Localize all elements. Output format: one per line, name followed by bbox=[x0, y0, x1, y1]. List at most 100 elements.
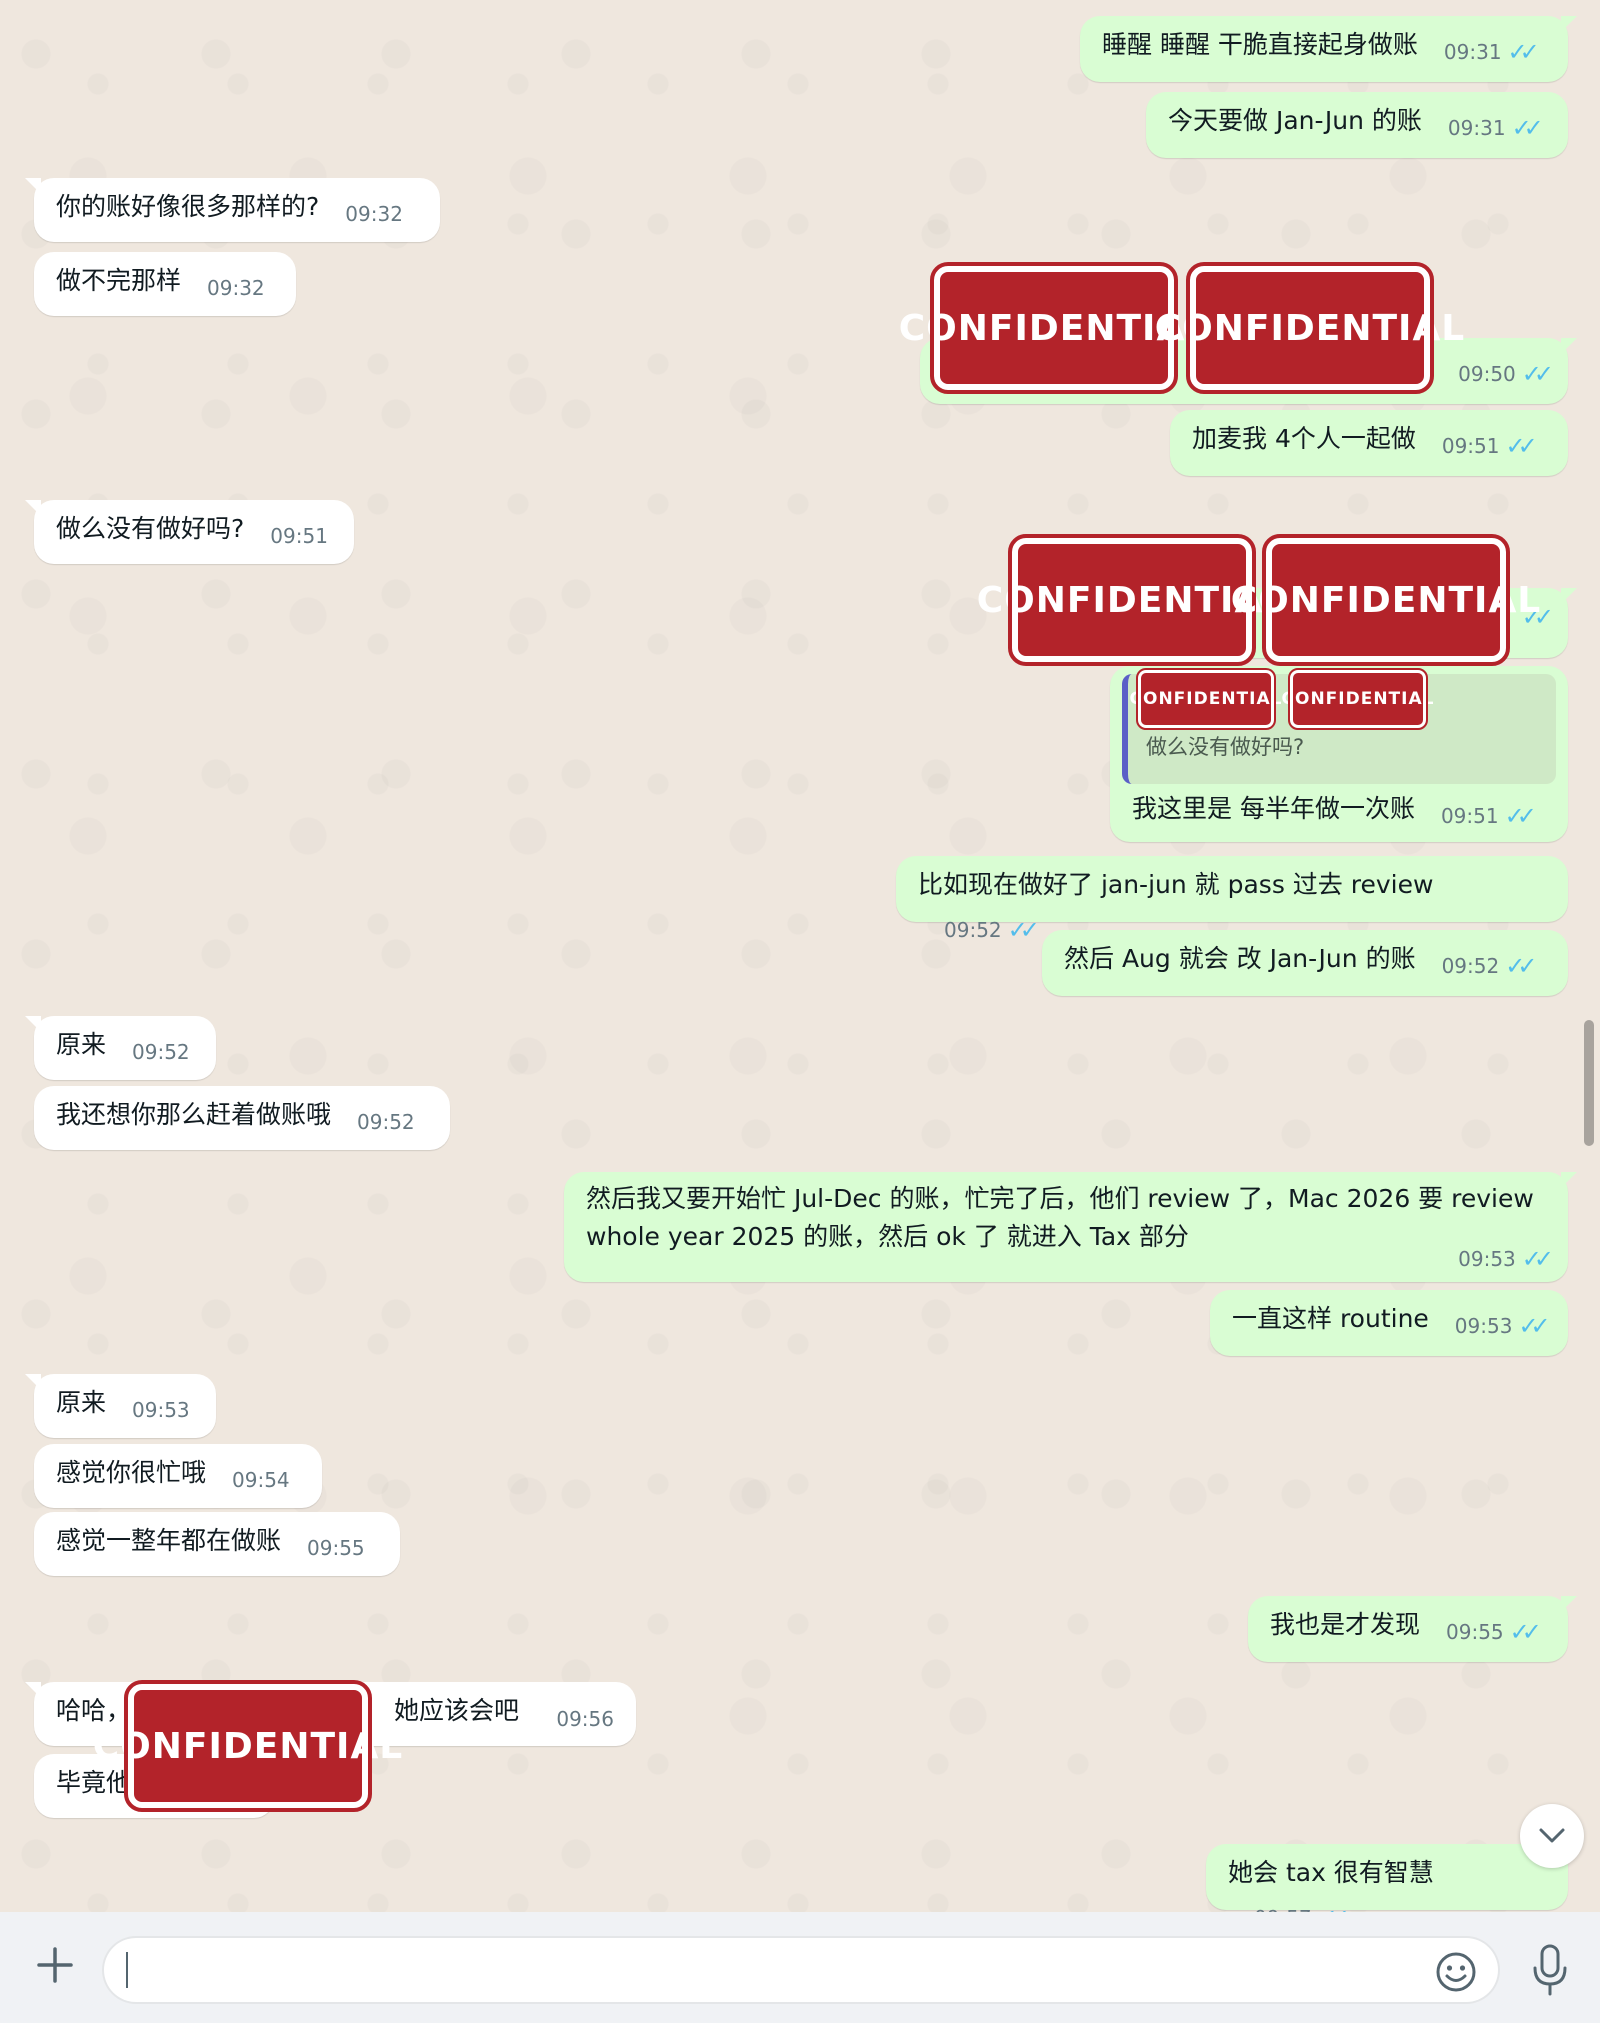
message-bubble-outgoing[interactable]: 我也是才发现 09:55✓✓ bbox=[1248, 1596, 1577, 1662]
quoted-message-text: 做么没有做好吗? bbox=[1146, 735, 1305, 759]
message-meta: 09:32 bbox=[345, 195, 403, 233]
message-meta: 09:55✓✓ bbox=[1446, 1613, 1542, 1651]
message-text: 你的账好像很多那样的? bbox=[56, 192, 320, 221]
message-text: 感觉一整年都在做账 bbox=[56, 1526, 282, 1555]
message-time: 09:55 bbox=[1446, 1620, 1504, 1644]
message-time: 09:53 bbox=[1458, 1247, 1516, 1271]
message-meta: 09:53 bbox=[132, 1391, 190, 1429]
message-meta: 09:57 ✓✓ bbox=[1254, 1899, 1350, 1912]
chevron-down-icon bbox=[1539, 1828, 1565, 1843]
message-bubble-incoming[interactable]: 感觉一整年都在做账 09:55 bbox=[34, 1512, 400, 1576]
double-check-icon: ✓✓ bbox=[1518, 1312, 1550, 1340]
message-time: 09:54 bbox=[232, 1468, 290, 1492]
message-meta: 09:51 bbox=[270, 517, 328, 555]
message-bubble-incoming[interactable]: 你的账好像很多那样的? 09:32 bbox=[25, 178, 440, 242]
microphone-icon bbox=[1533, 1944, 1567, 1996]
double-check-icon: ✓✓ bbox=[1507, 38, 1540, 66]
message-time: 09:51 bbox=[270, 524, 328, 548]
confidential-stamp: CONFIDENTIAL bbox=[93, 1680, 402, 1812]
message-text: 我这里是 每半年做一次账 bbox=[1132, 794, 1415, 823]
message-text: 她会 tax 很有智慧 bbox=[1228, 1858, 1434, 1887]
message-bubble-outgoing[interactable]: 然后我又要开始忙 Jul-Dec 的账，忙完了后，他们 review 了，Mac… bbox=[564, 1172, 1577, 1282]
message-text: 毕竟他 bbox=[56, 1768, 132, 1797]
message-meta: 09:53✓✓ bbox=[1458, 1240, 1554, 1278]
message-text-line-1: 然后我又要开始忙 Jul-Dec 的账，忙完了后，他们 review 了，Mac… bbox=[586, 1184, 1534, 1213]
double-check-icon: ✓✓ bbox=[1007, 916, 1040, 944]
scrollbar-thumb[interactable] bbox=[1584, 1020, 1594, 1146]
message-meta: 09:56 bbox=[556, 1700, 614, 1738]
message-time: 09:53 bbox=[132, 1398, 190, 1422]
message-bubble-incoming[interactable]: 原来 09:52 bbox=[25, 1016, 216, 1080]
confidential-stamp: CONFIDENTIAL bbox=[1130, 668, 1281, 730]
message-meta: 09:32 bbox=[207, 269, 265, 307]
message-time: 09:50 bbox=[1458, 362, 1516, 386]
confidential-stamp: CONFIDENTIAL bbox=[1155, 262, 1464, 394]
confidential-stamp: CONFIDENTIAL bbox=[977, 534, 1286, 666]
message-bubble-outgoing[interactable]: 今天要做 Jan-Jun 的账 09:31✓✓ bbox=[1146, 92, 1568, 158]
message-text: 原来 bbox=[56, 1388, 107, 1417]
message-text: 做不完那样 bbox=[56, 266, 182, 295]
plus-icon bbox=[37, 1947, 73, 1983]
confidential-stamp: CONFIDENTIAL bbox=[1282, 668, 1433, 730]
attach-button[interactable] bbox=[30, 1935, 80, 1995]
message-bubble-incoming[interactable]: 原来 09:53 bbox=[25, 1374, 216, 1438]
message-bubble-outgoing[interactable]: 然后 Aug 就会 改 Jan-Jun 的账 09:52✓✓ bbox=[1042, 930, 1568, 996]
message-text: 一直这样 routine bbox=[1232, 1304, 1429, 1333]
message-text: 我也是才发现 bbox=[1270, 1610, 1421, 1639]
message-text: 我还想你那么赶着做账哦 bbox=[56, 1100, 332, 1129]
message-meta: 09:52✓✓ bbox=[944, 911, 1040, 949]
message-meta: 09:53✓✓ bbox=[1454, 1307, 1551, 1345]
message-time: 09:57 bbox=[1254, 1899, 1312, 1912]
message-time: 09:32 bbox=[207, 276, 265, 300]
message-meta: 09:51✓✓ bbox=[1441, 427, 1538, 465]
message-input[interactable] bbox=[104, 1938, 1498, 2002]
voice-message-button[interactable] bbox=[1528, 1942, 1572, 1998]
message-meta: 09:55 bbox=[307, 1529, 365, 1567]
message-bubble-incoming[interactable]: 感觉你很忙哦 09:54 bbox=[34, 1444, 322, 1508]
message-bubble-incoming[interactable]: 我还想你那么赶着做账哦 09:52 bbox=[34, 1086, 450, 1150]
message-text: 睡醒 睡醒 干脆直接起身做账 bbox=[1102, 30, 1418, 59]
message-meta: 09:31✓✓ bbox=[1448, 109, 1544, 147]
message-meta: 09:52✓✓ bbox=[1442, 947, 1538, 985]
message-meta: 09:52 bbox=[132, 1033, 190, 1071]
confidential-stamp: CONFIDENTIAL bbox=[899, 262, 1208, 394]
message-bubble-outgoing[interactable]: 睡醒 睡醒 干脆直接起身做账 09:31✓✓ bbox=[1080, 16, 1577, 82]
scroll-to-bottom-button[interactable] bbox=[1520, 1804, 1584, 1868]
message-text: 比如现在做好了 jan-jun 就 pass 过去 review bbox=[918, 870, 1434, 899]
message-bubble-outgoing[interactable]: 她会 tax 很有智慧 09:57 ✓✓ bbox=[1206, 1844, 1568, 1912]
message-text: 原来 bbox=[56, 1030, 107, 1059]
message-text: 感觉你很忙哦 bbox=[56, 1458, 207, 1487]
message-text: 加麦我 4个人一起做 bbox=[1192, 424, 1416, 453]
message-time: 09:51 bbox=[1441, 434, 1500, 458]
message-text: 哈哈， bbox=[56, 1696, 132, 1725]
message-text: 今天要做 Jan-Jun 的账 bbox=[1168, 106, 1422, 135]
double-check-icon: ✓✓ bbox=[1509, 1618, 1542, 1646]
message-meta: 09:52 bbox=[357, 1103, 415, 1141]
message-meta: 09:54 bbox=[232, 1461, 290, 1499]
double-check-icon: ✓✓ bbox=[1505, 952, 1537, 980]
smiley-icon bbox=[1436, 1952, 1476, 1992]
message-time: 09:52 bbox=[944, 918, 1002, 942]
message-time: 09:53 bbox=[1454, 1314, 1513, 1338]
double-check-icon: ✓✓ bbox=[1521, 1245, 1554, 1273]
text-caret bbox=[126, 1952, 128, 1988]
message-time: 09:31 bbox=[1443, 40, 1502, 64]
confidential-stamp: CONFIDENTIAL bbox=[1231, 534, 1540, 666]
message-bubble-incoming[interactable]: 做么没有做好吗?09:51 bbox=[25, 500, 354, 564]
message-text-end: 她应该会吧 bbox=[394, 1696, 520, 1725]
double-check-icon: ✓✓ bbox=[1511, 114, 1544, 142]
double-check-icon: ✓✓ bbox=[1505, 432, 1538, 460]
message-text: 然后 Aug 就会 改 Jan-Jun 的账 bbox=[1064, 944, 1416, 973]
message-bubble-incoming[interactable]: 做不完那样 09:32 bbox=[34, 252, 296, 316]
message-text-line-2: whole year 2025 的账，然后 ok 了 就进入 Tax 部分 bbox=[586, 1222, 1189, 1251]
message-bubble-outgoing[interactable]: 加麦我 4个人一起做 09:51✓✓ bbox=[1170, 410, 1568, 476]
double-check-icon: ✓✓ bbox=[1318, 1899, 1350, 1912]
message-time: 09:56 bbox=[556, 1707, 614, 1731]
message-bubble-outgoing[interactable]: 比如现在做好了 jan-jun 就 pass 过去 review 09:52✓✓ bbox=[896, 856, 1568, 944]
double-check-icon: ✓✓ bbox=[1521, 360, 1554, 388]
message-time: 09:52 bbox=[132, 1040, 190, 1064]
emoji-button[interactable] bbox=[1434, 1950, 1478, 1994]
message-bubble-outgoing[interactable]: 一直这样 routine 09:53✓✓ bbox=[1210, 1290, 1568, 1356]
